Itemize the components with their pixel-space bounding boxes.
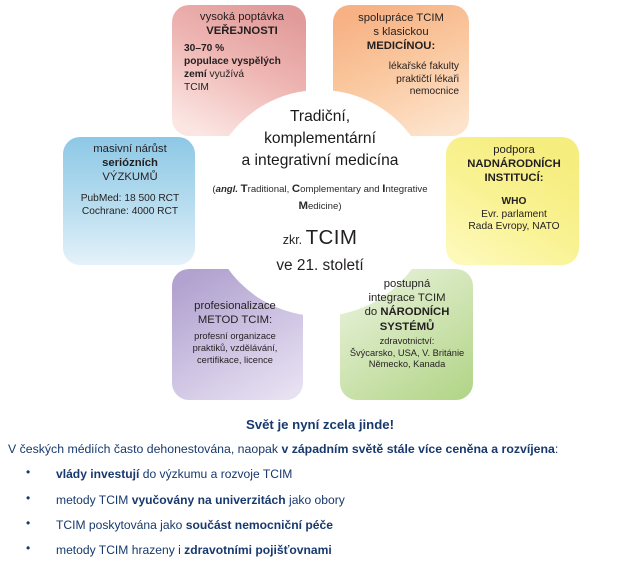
petal-shape-national: [340, 269, 473, 400]
medicine-body-3: nemocnice: [409, 86, 459, 98]
center-title-line-2: komplementární: [264, 130, 376, 148]
nation-body-3: Německo, Kanada: [368, 359, 446, 370]
nation-head-4: SYSTÉMŮ: [379, 320, 435, 333]
nation-head-1: postupná: [383, 278, 431, 290]
medicine-head-3: MEDICÍNOU:: [366, 40, 436, 53]
bottom-text-block: Svět je nyní zcela jinde! V českých médi…: [0, 408, 640, 567]
bullet-2-pre: metody TCIM: [56, 492, 132, 507]
lede-plain-2: :: [554, 442, 559, 456]
demand-body-1: 30–70 %: [184, 43, 225, 55]
flower-petals-svg: [63, 5, 579, 400]
flower-core-label: Tradiční, komplementární a integrativní …: [206, 106, 434, 275]
nation-head-3: do NÁRODNÍCH: [364, 306, 450, 319]
petal-label-research: masivní nárůst seriózních VÝZKUMŮ PubMed…: [66, 142, 194, 218]
medicine-body-1: lékařské fakulty: [388, 60, 459, 72]
nation-body-1: zdravotnictví:: [379, 335, 435, 346]
nation-body-2: Švýcarsko, USA, V. Británie: [349, 347, 465, 358]
demand-body-2: populace vyspělých: [184, 56, 281, 68]
center-abbr-value: TCIM: [305, 226, 358, 250]
center-subtitle-angl: angl.: [215, 184, 238, 196]
headline: Svět je nyní zcela jinde!: [245, 417, 395, 432]
prof-body-2: praktiků, vzdělávání,: [192, 343, 278, 354]
bullet-4-pre: metody TCIM hrazeny i: [56, 542, 185, 557]
instit-body-3: Rada Evropy, NATO: [468, 221, 560, 233]
research-head-3: VÝZKUMŮ: [102, 171, 158, 184]
petal-shape-research: [63, 137, 195, 265]
medicine-head-2: s klasickou: [373, 26, 429, 39]
instit-head-2: NADNÁRODNÍCH: [467, 158, 561, 171]
demand-body-4: TCIM: [184, 81, 209, 93]
lede-bold: v západním světě stále více ceněna a roz…: [281, 442, 555, 456]
bullet-1-bold: vlády investují: [56, 467, 140, 482]
petal-label-national: postupná integrace TCIM do NÁRODNÍCH SYS…: [344, 277, 470, 371]
demand-head-2: VEŘEJNOSTI: [206, 25, 278, 38]
prof-body-3: certifikace, licence: [197, 354, 273, 365]
prof-body-1: profesní organizace: [194, 331, 276, 342]
bullet-4-bold: zdravotními pojišťovnami: [184, 542, 332, 557]
bullet-2-post: jako obory: [285, 492, 345, 507]
center-title: Tradiční, komplementární a integrativní …: [206, 106, 434, 172]
nation-head-2: integrace TCIM: [368, 292, 446, 305]
petal-shape-professional: [172, 269, 303, 400]
instit-body-1: WHO: [501, 195, 527, 207]
list-item: vlády investují do výzkumu a rozvoje TCI…: [0, 465, 640, 482]
center-subtitle-english: (angl. Traditional, Complementary and In…: [212, 183, 428, 212]
petal-label-medicine: spolupráce TCIM s klasickou MEDICÍNOU: l…: [335, 11, 467, 99]
petal-shape-demand: [172, 5, 306, 136]
list-item: metody TCIM vyučovány na univerzitách ja…: [0, 491, 640, 508]
bullet-1-plain: do výzkumu a rozvoje TCIM: [139, 467, 293, 482]
lede-plain-1: V českých médiích často dehonestována, n…: [8, 442, 282, 456]
center-title-line-1: Tradiční,: [289, 108, 351, 125]
tcim-flower-diagram: vysoká poptávka VEŘEJNOSTI 30–70 % popul…: [63, 5, 579, 400]
demand-body-3: zemí využívá: [184, 69, 245, 81]
bullet-3-pre: TCIM poskytována jako: [56, 517, 186, 532]
center-century: ve 21. století: [276, 257, 364, 275]
instit-body-2: Evr. parlament: [481, 208, 547, 220]
petal-label-demand: vysoká poptávka VEŘEJNOSTI 30–70 % popul…: [178, 10, 306, 95]
bullet-2-bold: vyučovány na univerzitách: [131, 492, 286, 507]
research-head-1: masivní nárůst: [93, 143, 167, 155]
lede-paragraph: V českých médiích často dehonestována, n…: [8, 441, 632, 458]
medicine-body-2: praktičtí lékaři: [396, 73, 459, 85]
petal-shape-institutions: [446, 137, 579, 265]
petal-shape-medicine: [333, 5, 469, 136]
prof-head-2: METOD TCIM:: [197, 314, 273, 327]
prof-head-1: profesionalizace: [194, 300, 276, 312]
instit-head-3: INSTITUCÍ:: [484, 172, 544, 185]
petal-label-professional: profesionalizace METOD TCIM: profesní or…: [172, 299, 298, 367]
research-body-1: PubMed: 18 500 RCT: [80, 192, 180, 204]
instit-head-1: podpora: [493, 144, 535, 156]
research-head-2: seriózních: [102, 157, 158, 170]
center-abbreviation: zkr. TCIM: [206, 226, 434, 250]
list-item: TCIM poskytována jako součást nemocniční…: [0, 516, 640, 533]
demand-head-1: vysoká poptávka: [199, 11, 285, 23]
list-item: metody TCIM hrazeny i zdravotními pojišť…: [0, 541, 640, 558]
bullet-list: vlády investují do výzkumu a rozvoje TCI…: [0, 465, 640, 558]
center-abbr-prefix: zkr.: [282, 233, 306, 248]
center-title-line-3: a integrativní medicína: [241, 152, 399, 170]
medicine-head-1: spolupráce TCIM: [358, 12, 444, 24]
bullet-3-bold: součást nemocniční péče: [185, 517, 333, 532]
petal-label-institutions: podpora NADNÁRODNÍCH INSTITUCÍ: WHO Evr.…: [450, 143, 578, 234]
research-body-2: Cochrane: 4000 RCT: [81, 205, 179, 217]
